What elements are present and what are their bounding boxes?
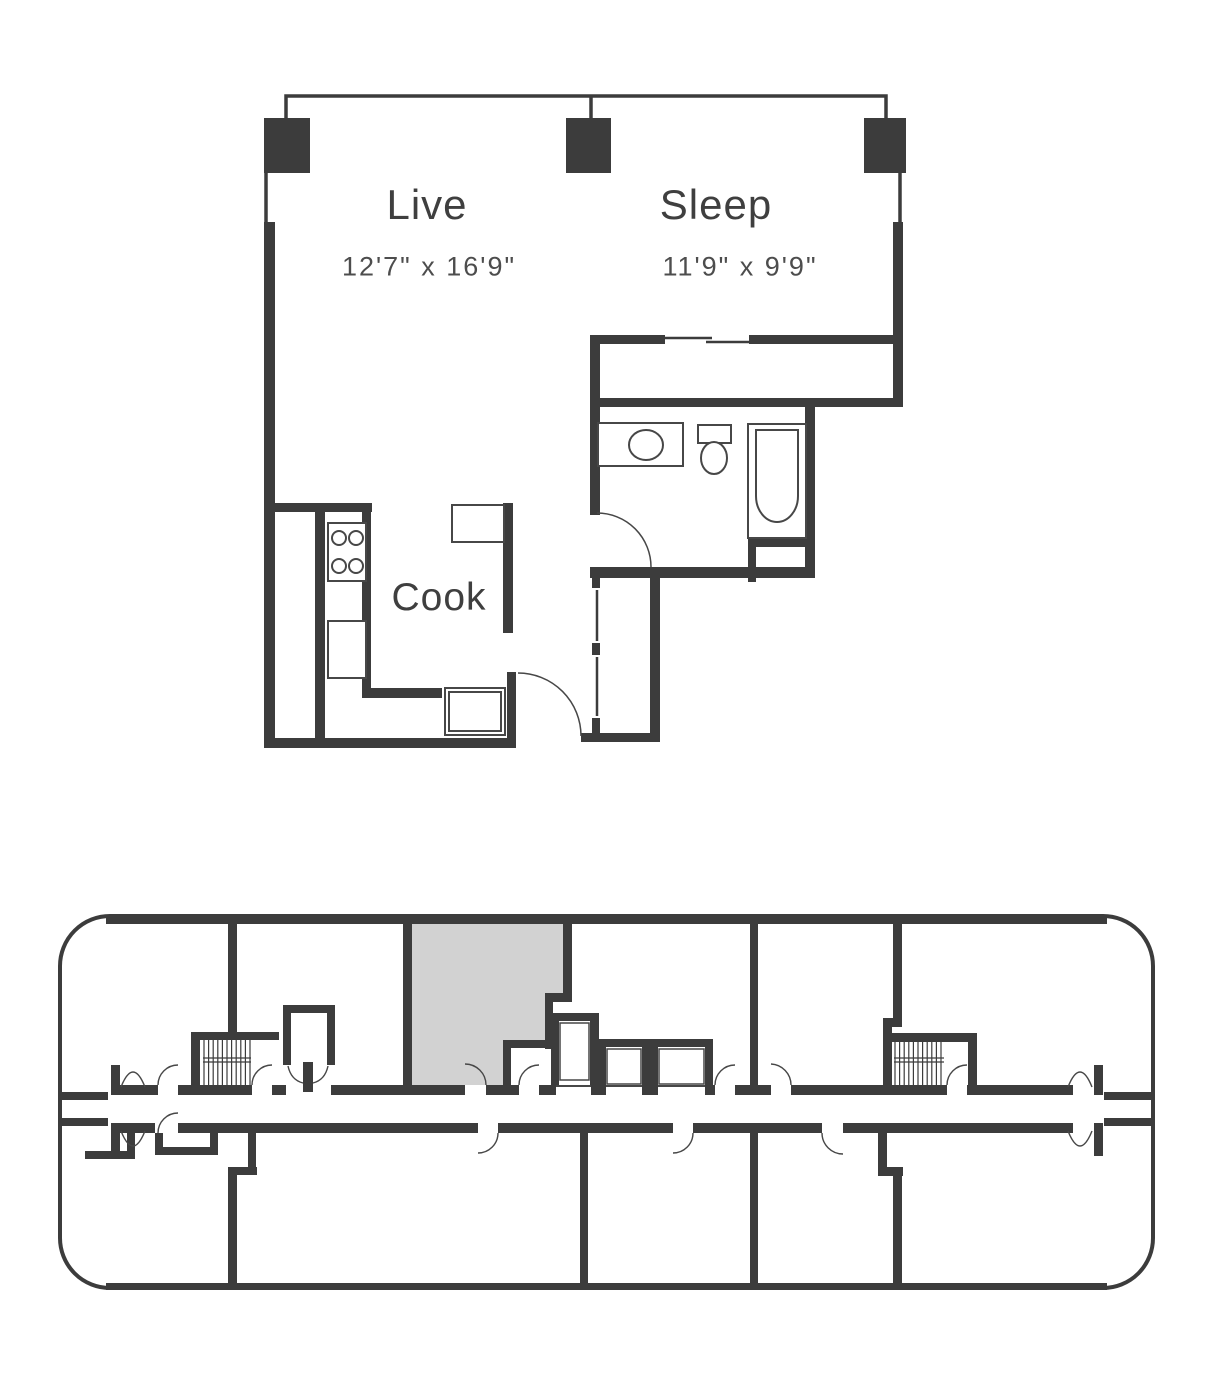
door-swing-icon bbox=[672, 1132, 694, 1154]
stairwell-left-icon bbox=[203, 1040, 251, 1085]
highlighted-unit bbox=[411, 923, 563, 1085]
unit-door-swings bbox=[517, 512, 652, 737]
unit-fixtures bbox=[327, 422, 807, 736]
live-room-label: Live bbox=[386, 181, 468, 228]
double-door-swing-icon bbox=[1067, 1130, 1093, 1147]
door-swing-icon bbox=[518, 1064, 540, 1086]
door-swing-icon bbox=[157, 1112, 179, 1134]
bathroom-door-swing-icon bbox=[596, 512, 652, 568]
unit-walls bbox=[264, 222, 903, 748]
door-swing-icon bbox=[287, 1065, 304, 1084]
window-wall-icon bbox=[264, 94, 902, 226]
door-swing-icon bbox=[251, 1064, 273, 1086]
structural-columns bbox=[264, 118, 906, 173]
range-burners-icon bbox=[327, 522, 367, 582]
door-swing-icon bbox=[312, 1065, 329, 1084]
structural-column-icon bbox=[566, 118, 611, 173]
structural-column-icon bbox=[864, 118, 906, 173]
bathtub-icon bbox=[747, 423, 807, 539]
kitchen-counter-icon bbox=[327, 620, 367, 679]
vanity-sink-icon bbox=[597, 422, 684, 467]
live-room-dimensions: 12'7" x 16'9" bbox=[341, 251, 517, 282]
key-plan-door-swings bbox=[120, 1063, 1093, 1155]
double-door-swing-icon bbox=[120, 1071, 146, 1088]
closet-door-lines bbox=[595, 336, 751, 716]
door-swing-icon bbox=[157, 1064, 179, 1086]
door-swing-icon bbox=[714, 1064, 736, 1086]
kitchen-sink-icon bbox=[444, 687, 506, 736]
key-plan-walls bbox=[60, 917, 1152, 1290]
structural-column-icon bbox=[264, 118, 310, 173]
door-swing-icon bbox=[464, 1063, 487, 1086]
stairwell-right-icon bbox=[894, 1042, 944, 1085]
refrigerator-icon bbox=[451, 504, 505, 543]
door-swing-icon bbox=[821, 1132, 844, 1155]
building-outline bbox=[58, 914, 1155, 1290]
key-plan bbox=[58, 914, 1155, 1290]
double-door-swing-icon bbox=[120, 1130, 146, 1147]
unit-plan bbox=[264, 94, 906, 748]
entry-door-swing-icon bbox=[517, 672, 582, 737]
sleep-room-label: Sleep bbox=[659, 181, 773, 228]
cook-room-label: Cook bbox=[391, 576, 487, 619]
toilet-icon bbox=[697, 424, 732, 475]
door-swing-icon bbox=[946, 1064, 968, 1086]
elevator-bank-icon bbox=[556, 1022, 705, 1087]
door-swing-icon bbox=[477, 1132, 499, 1154]
double-door-swing-icon bbox=[1067, 1071, 1093, 1088]
sleep-room-dimensions: 11'9" x 9'9" bbox=[662, 251, 818, 282]
door-swing-icon bbox=[770, 1063, 792, 1086]
